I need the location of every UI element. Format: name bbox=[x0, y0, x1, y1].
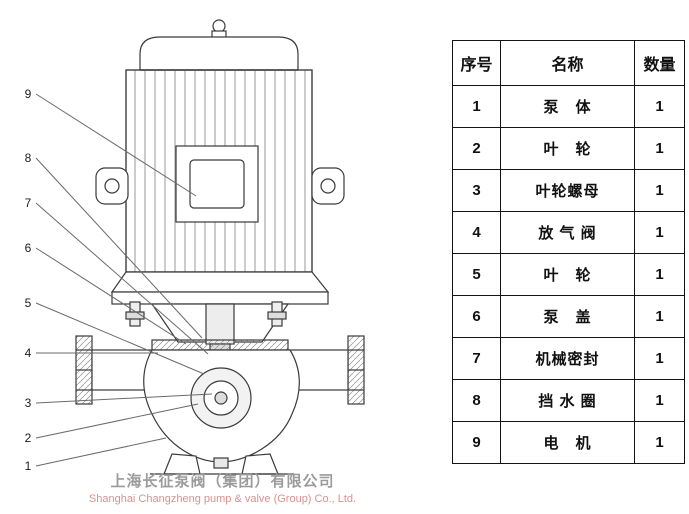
part-no: 3 bbox=[452, 169, 501, 212]
parts-table: 序号 名称 数量 1 泵 体 1 2 叶 轮 1 3 叶轮螺母 1 4 bbox=[452, 40, 685, 464]
table-row: 6 泵 盖 1 bbox=[452, 295, 685, 338]
part-no: 1 bbox=[452, 85, 501, 128]
table-row: 5 叶 轮 1 bbox=[452, 253, 685, 296]
part-name: 泵 体 bbox=[500, 85, 635, 128]
part-name: 挡 水 圈 bbox=[500, 379, 635, 422]
callout-1: 1 bbox=[25, 459, 32, 473]
part-no: 2 bbox=[452, 127, 501, 170]
part-qty: 1 bbox=[634, 85, 685, 128]
table-row: 7 机械密封 1 bbox=[452, 337, 685, 380]
table-row: 4 放 气 阀 1 bbox=[452, 211, 685, 254]
callout-8: 8 bbox=[25, 151, 32, 165]
callout-5: 5 bbox=[25, 296, 32, 310]
eyebolt-icon bbox=[212, 19, 226, 33]
part-no: 6 bbox=[452, 295, 501, 338]
callout-6: 6 bbox=[25, 241, 32, 255]
footer: 上海长征泵阀（集团）有限公司 Shanghai Changzheng pump … bbox=[0, 473, 445, 507]
part-no: 9 bbox=[452, 421, 501, 464]
pump-cover bbox=[151, 339, 289, 351]
lifting-lug-left bbox=[95, 167, 129, 205]
callout-2: 2 bbox=[25, 431, 32, 445]
callout-3: 3 bbox=[25, 396, 32, 410]
part-no: 8 bbox=[452, 379, 501, 422]
lifting-lug-right bbox=[311, 167, 345, 205]
part-no: 5 bbox=[452, 253, 501, 296]
company-name-en: Shanghai Changzheng pump & valve (Group)… bbox=[88, 492, 357, 505]
part-name: 叶轮螺母 bbox=[500, 169, 635, 212]
callout-lines bbox=[35, 93, 213, 467]
junction-box bbox=[175, 145, 259, 223]
part-name: 电 机 bbox=[500, 421, 635, 464]
part-qty: 1 bbox=[634, 421, 685, 464]
callout-4: 4 bbox=[25, 346, 32, 360]
part-qty: 1 bbox=[634, 253, 685, 296]
table-row: 3 叶轮螺母 1 bbox=[452, 169, 685, 212]
part-name: 泵 盖 bbox=[500, 295, 635, 338]
company-name-cn: 上海长征泵阀（集团）有限公司 bbox=[110, 473, 335, 490]
part-no: 7 bbox=[452, 337, 501, 380]
impeller-nut bbox=[214, 391, 228, 405]
table-row: 2 叶 轮 1 bbox=[452, 127, 685, 170]
part-qty: 1 bbox=[634, 211, 685, 254]
motor bbox=[95, 19, 345, 305]
callout-9: 9 bbox=[25, 87, 32, 101]
table-header-row: 序号 名称 数量 bbox=[452, 40, 685, 86]
drain-plug bbox=[213, 457, 229, 469]
col-header-no: 序号 bbox=[452, 40, 501, 86]
pump-casing bbox=[75, 335, 365, 475]
part-name: 放 气 阀 bbox=[500, 211, 635, 254]
table-row: 8 挡 水 圈 1 bbox=[452, 379, 685, 422]
part-qty: 1 bbox=[634, 169, 685, 212]
part-no: 4 bbox=[452, 211, 501, 254]
part-qty: 1 bbox=[634, 337, 685, 380]
callout-numbers: 9 8 7 6 5 4 3 2 1 bbox=[25, 87, 32, 473]
part-qty: 1 bbox=[634, 379, 685, 422]
callout-7: 7 bbox=[25, 196, 32, 210]
col-header-qty: 数量 bbox=[634, 40, 685, 86]
part-qty: 1 bbox=[634, 295, 685, 338]
part-name: 叶 轮 bbox=[500, 127, 635, 170]
part-name: 叶 轮 bbox=[500, 253, 635, 296]
table-row: 9 电 机 1 bbox=[452, 421, 685, 464]
pump-base bbox=[150, 453, 294, 475]
part-qty: 1 bbox=[634, 127, 685, 170]
col-header-name: 名称 bbox=[500, 40, 635, 86]
suction-flange bbox=[75, 335, 155, 405]
table-row: 1 泵 体 1 bbox=[452, 85, 685, 128]
part-name: 机械密封 bbox=[500, 337, 635, 380]
pump-sectional-drawing: 9 8 7 6 5 4 3 2 1 bbox=[25, 19, 365, 475]
impeller bbox=[190, 367, 252, 429]
